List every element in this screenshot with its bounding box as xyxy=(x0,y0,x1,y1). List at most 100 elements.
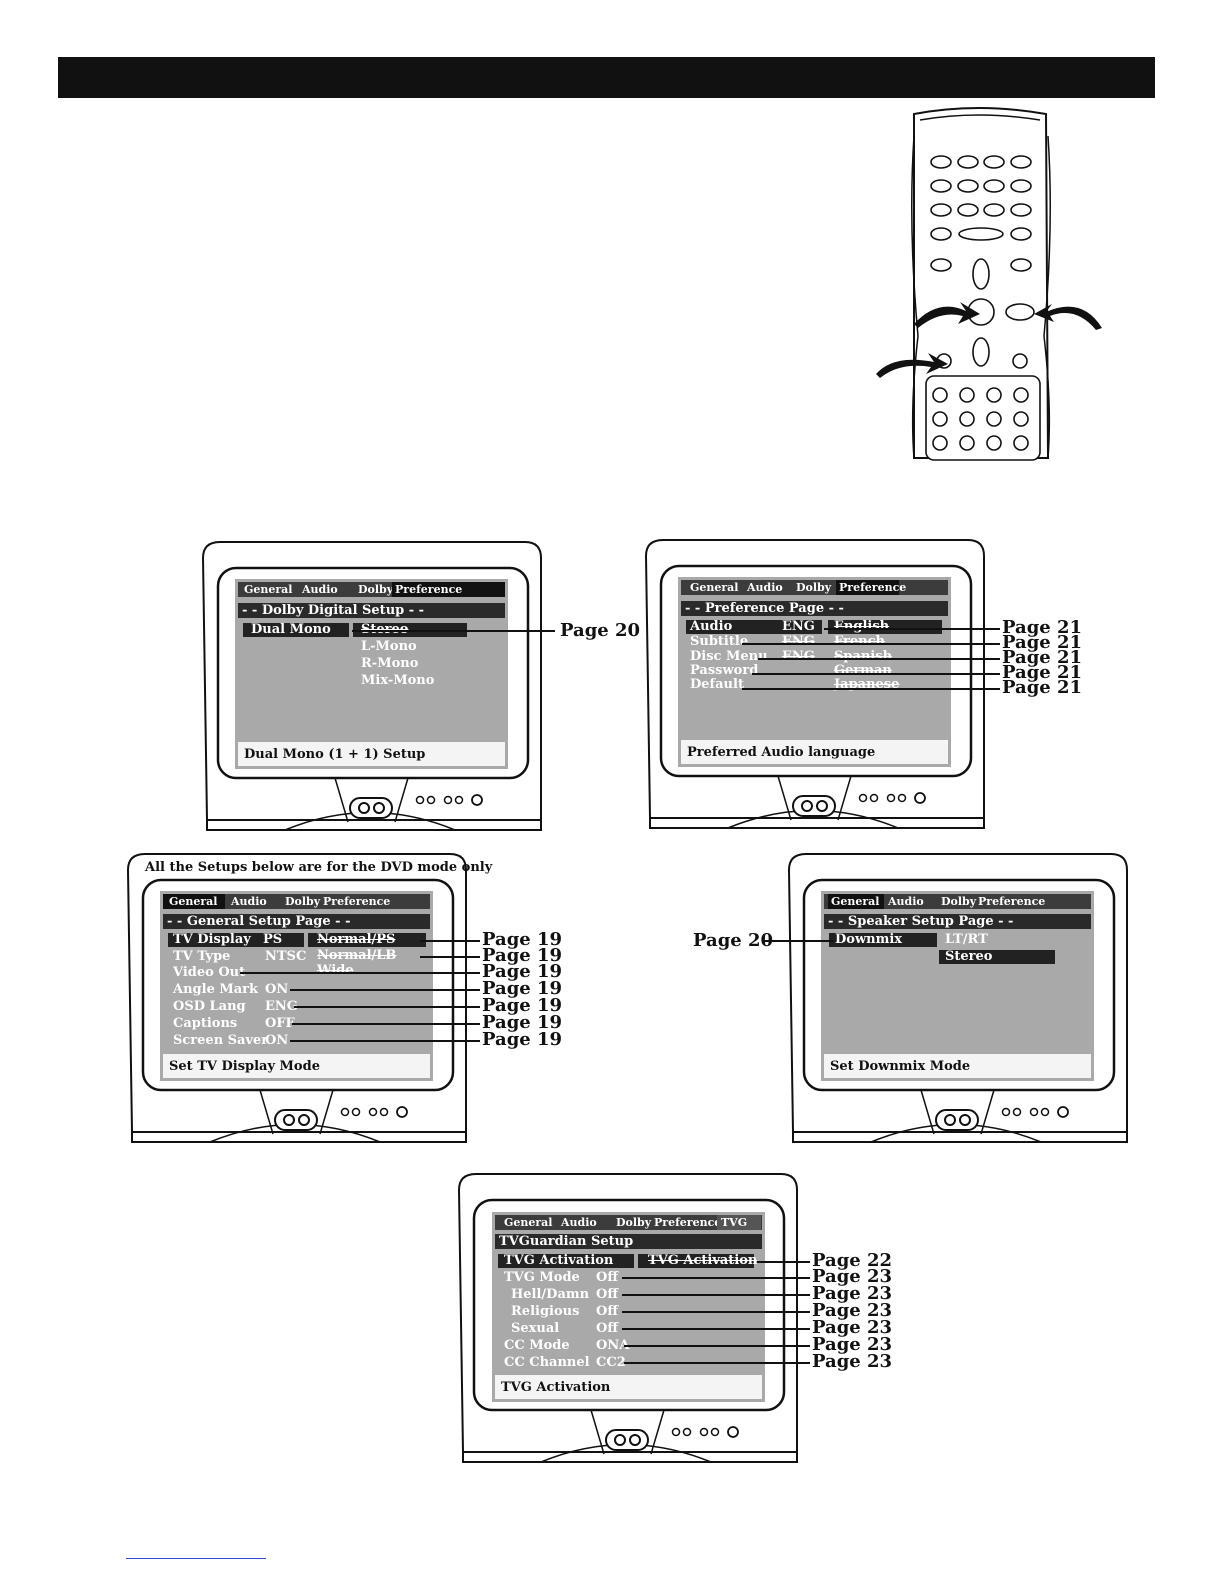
dolby-option-stereo[interactable]: Stereo xyxy=(361,622,408,637)
general-page-ref-7: Page 19 xyxy=(482,1029,563,1050)
preference-page-title: - - Preference Page - - xyxy=(681,601,948,616)
leader-line xyxy=(622,1311,810,1313)
tab-general[interactable]: General xyxy=(690,581,739,594)
speaker-option-lt-rt[interactable]: LT/RT xyxy=(945,932,988,947)
tvg-option-highlight xyxy=(638,1254,754,1268)
leader-line xyxy=(352,630,555,632)
leader-line xyxy=(290,989,480,991)
leader-line xyxy=(742,688,1000,690)
general-value-screen-saver: ON xyxy=(265,1033,289,1048)
general-item-tv-display[interactable]: TV Display xyxy=(173,932,251,947)
dolby-item-highlight xyxy=(243,623,349,637)
general-item-captions[interactable]: Captions xyxy=(173,1016,238,1031)
speaker-item-downmix[interactable]: Downmix xyxy=(835,932,903,947)
tvg-value-sexual: Off xyxy=(596,1321,618,1336)
preference-item-default[interactable]: Default xyxy=(690,677,744,692)
tab-general[interactable]: General xyxy=(828,894,886,909)
general-item-angle-mark[interactable]: Angle Mark xyxy=(173,982,259,997)
tv-speaker-setup: General Audio Dolby Preference - - Speak… xyxy=(786,852,1131,1144)
general-item-tv-type[interactable]: TV Type xyxy=(173,949,231,964)
preference-option-german[interactable]: German xyxy=(834,663,892,678)
speaker-status-bar: Set Downmix Mode xyxy=(824,1054,1091,1078)
dolby-page-ref: Page 20 xyxy=(560,620,641,641)
tvg-status-bar: TVG Activation xyxy=(495,1375,762,1399)
leader-line xyxy=(622,1277,810,1279)
general-page-ref-3: Page 19 xyxy=(482,961,563,982)
tvg-item-sexual[interactable]: Sexual xyxy=(511,1321,560,1336)
tvg-item-cc-channel[interactable]: CC Channel xyxy=(504,1355,590,1370)
tab-dolby[interactable]: Dolby xyxy=(616,1216,652,1229)
tab-audio[interactable]: Audio xyxy=(231,895,267,908)
preference-page-ref-5: Page 21 xyxy=(1002,677,1083,698)
general-item-osd-lang[interactable]: OSD Lang xyxy=(173,999,246,1014)
preference-item-password[interactable]: Password xyxy=(690,663,759,678)
tvg-page-ref-1: Page 22 xyxy=(812,1250,893,1271)
dolby-option-mix-mono[interactable]: Mix-Mono xyxy=(361,673,435,688)
tvg-tab-bar: General Audio Dolby Preference TVG xyxy=(495,1215,762,1230)
tab-preference[interactable]: Preference xyxy=(392,582,505,597)
tvg-item-hell-damn[interactable]: Hell/Damn xyxy=(511,1287,590,1302)
tab-dolby[interactable]: Dolby xyxy=(796,581,832,594)
tab-dolby[interactable]: Dolby xyxy=(355,582,397,597)
general-option-normal-lb[interactable]: Normal/LB xyxy=(317,948,397,963)
tab-general[interactable]: General xyxy=(504,1216,553,1229)
general-osd-screen: General Audio Dolby Preference - - Gener… xyxy=(160,891,433,1081)
general-page-ref-1: Page 19 xyxy=(482,929,563,950)
general-option-wide[interactable]: Wide xyxy=(317,963,354,978)
tab-audio[interactable]: Audio xyxy=(884,894,940,909)
tab-dolby[interactable]: Dolby xyxy=(285,895,321,908)
preference-option-spanish[interactable]: Spanish xyxy=(834,649,893,664)
general-item-video-out[interactable]: Video Out xyxy=(173,965,246,980)
preference-item-disc-menu[interactable]: Disc Menu xyxy=(690,649,768,664)
preference-option-french[interactable]: French xyxy=(834,634,885,649)
tvg-osd-screen: General Audio Dolby Preference TVG TVGua… xyxy=(492,1212,765,1402)
dolby-tab-bar: General Audio Dolby Preference xyxy=(238,582,505,597)
leader-line xyxy=(824,628,1000,630)
general-value-captions: OFF xyxy=(265,1016,295,1031)
tvg-page-ref-5: Page 23 xyxy=(812,1317,893,1338)
leader-line xyxy=(292,1023,480,1025)
tab-dolby[interactable]: Dolby xyxy=(941,895,977,908)
general-value-tv-display: PS xyxy=(263,932,283,947)
remote-control-illustration xyxy=(876,107,1102,461)
tvg-page-ref-6: Page 23 xyxy=(812,1334,893,1355)
tab-preference[interactable]: Preference xyxy=(836,580,906,595)
speaker-item-highlight xyxy=(829,933,937,947)
preference-option-english[interactable]: English xyxy=(834,619,890,634)
preference-value-subtitle: ENG xyxy=(782,634,815,649)
tvg-option-activation[interactable]: TVG Activation xyxy=(648,1253,758,1268)
tvg-item-religious[interactable]: Religious xyxy=(511,1304,580,1319)
preference-page-ref-1: Page 21 xyxy=(1002,617,1083,638)
general-item-screen-saver[interactable]: Screen Saver xyxy=(173,1033,269,1048)
leader-line xyxy=(757,1261,810,1263)
tv-dolby-setup: General Audio Dolby Preference - - Dolby… xyxy=(200,540,545,832)
tvg-item-mode[interactable]: TVG Mode xyxy=(504,1270,580,1285)
tab-tvg[interactable]: TVG xyxy=(717,1215,761,1230)
tvg-value-hell-damn: Off xyxy=(596,1287,618,1302)
dolby-option-l-mono[interactable]: L-Mono xyxy=(361,639,417,654)
tvg-page-title: TVGuardian Setup xyxy=(495,1234,762,1249)
preference-osd-screen: General Audio Dolby Preference - - Prefe… xyxy=(678,577,951,767)
tab-audio[interactable]: Audio xyxy=(561,1216,597,1229)
tvg-item-activation[interactable]: TVG Activation xyxy=(504,1253,614,1268)
tab-audio[interactable]: Audio xyxy=(302,583,338,596)
tab-preference[interactable]: Preference xyxy=(654,1216,722,1229)
tvg-item-cc-mode[interactable]: CC Mode xyxy=(504,1338,570,1353)
tab-general[interactable]: General xyxy=(163,894,225,909)
leader-line xyxy=(240,972,480,974)
tab-preference[interactable]: Preference xyxy=(978,895,1046,908)
dolby-option-r-mono[interactable]: R-Mono xyxy=(361,656,419,671)
preference-item-audio[interactable]: Audio xyxy=(690,619,733,634)
preference-value-disc-menu: ENG xyxy=(782,649,815,664)
general-value-osd-lang: ENG xyxy=(265,999,298,1014)
tv-general-setup: All the Setups below are for the DVD mod… xyxy=(125,852,492,1144)
tab-preference[interactable]: Preference xyxy=(323,895,391,908)
general-option-normal-ps[interactable]: Normal/PS xyxy=(317,932,396,947)
speaker-option-stereo[interactable]: Stereo xyxy=(945,949,993,964)
speaker-tab-bar: General Audio Dolby Preference xyxy=(824,894,1091,909)
dolby-item-dual-mono[interactable]: Dual Mono xyxy=(251,622,331,637)
tab-audio[interactable]: Audio xyxy=(747,581,783,594)
preference-page-ref-2: Page 21 xyxy=(1002,632,1083,653)
tab-general[interactable]: General xyxy=(244,583,293,596)
preference-item-subtitle[interactable]: Subtitle xyxy=(690,634,749,649)
